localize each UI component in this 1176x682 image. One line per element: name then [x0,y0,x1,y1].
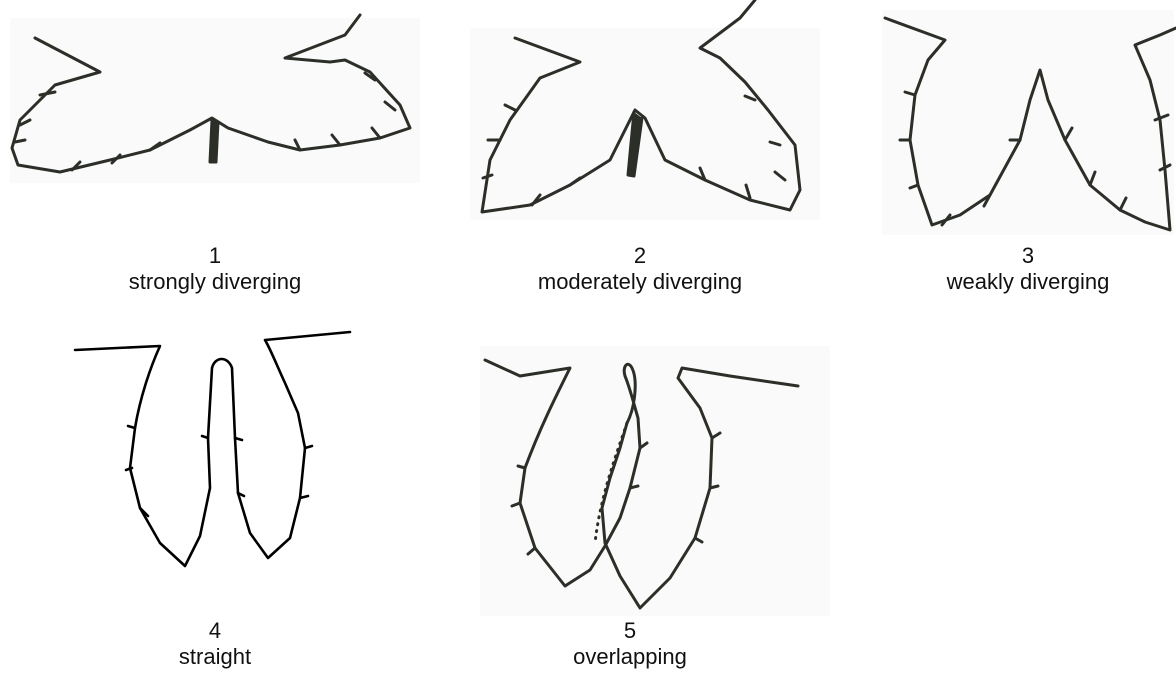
caption-5: 5 overlapping [430,618,830,670]
panel-number-2: 2 [450,243,830,269]
caption-2: 2 moderately diverging [450,243,830,295]
panel-label-4: straight [0,644,430,670]
overlapping-leaf-base-drawing [430,318,830,618]
panel-label-2: moderately diverging [450,269,830,295]
panel-number-3: 3 [880,243,1176,269]
panel-number-1: 1 [0,243,430,269]
weakly-diverging-leaf-base-drawing [880,0,1176,240]
caption-1: 1 strongly diverging [0,243,430,295]
panel-label-5: overlapping [430,644,830,670]
panel-label-1: strongly diverging [0,269,430,295]
straight-leaf-base-drawing [0,318,430,578]
panel-number-5: 5 [430,618,830,644]
strongly-diverging-leaf-base-drawing [0,0,430,200]
sinus-panel-4: 4 straight [0,318,430,682]
sinus-panel-5: 5 overlapping [430,318,830,682]
sinus-panel-2: 2 moderately diverging [450,0,830,300]
moderately-diverging-leaf-base-drawing [450,0,830,230]
sinus-panel-3: 3 weakly diverging [880,0,1176,300]
panel-label-3: weakly diverging [880,269,1176,295]
sinus-panel-1: 1 strongly diverging [0,0,430,300]
caption-4: 4 straight [0,618,430,670]
panel-number-4: 4 [0,618,430,644]
caption-3: 3 weakly diverging [880,243,1176,295]
